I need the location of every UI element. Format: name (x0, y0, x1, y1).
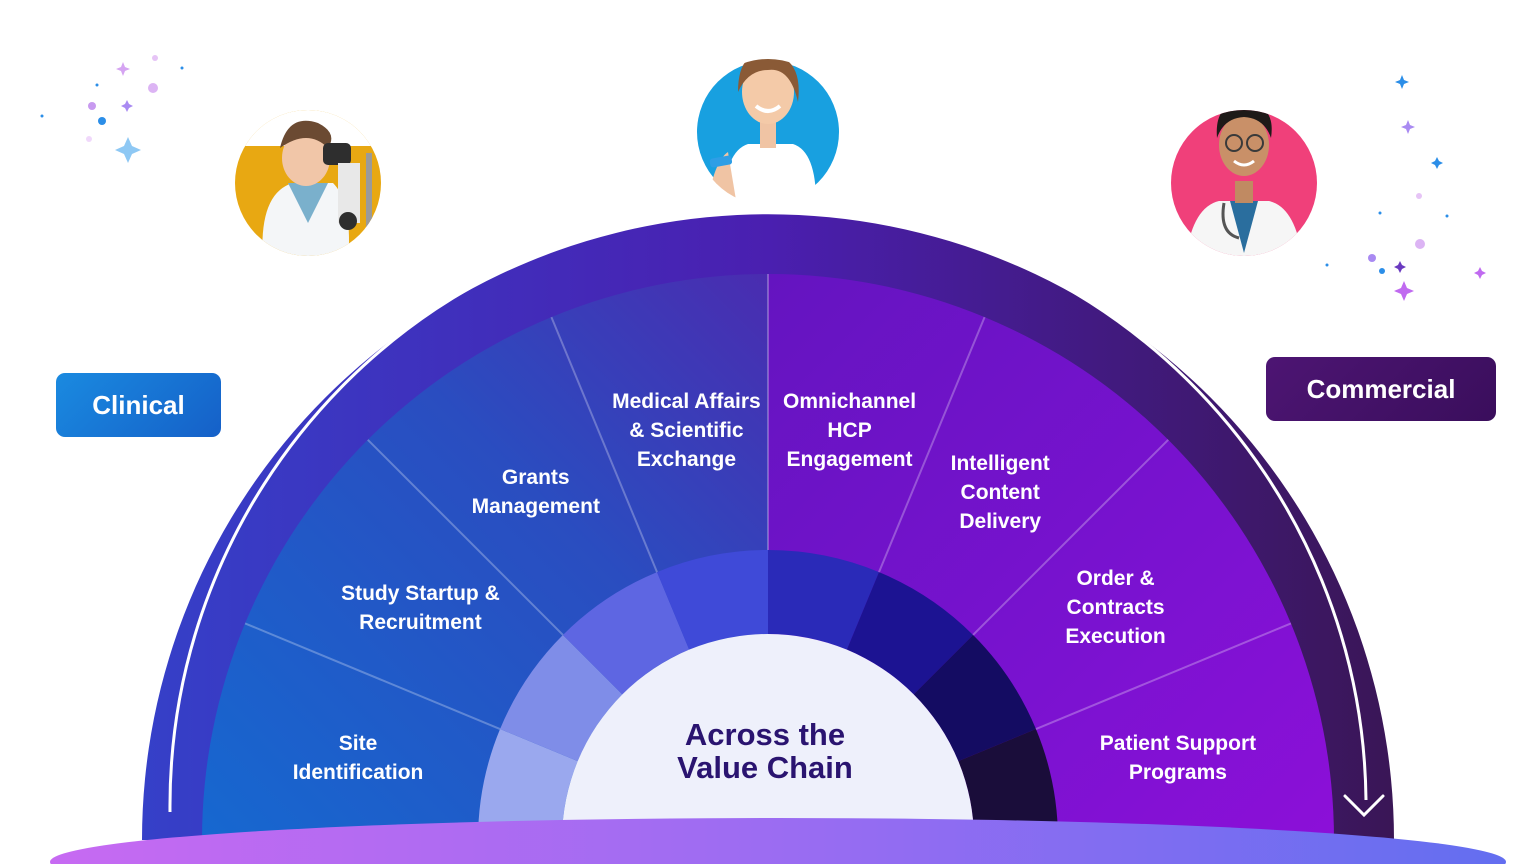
inner-ring-wedge (958, 729, 1058, 840)
avatar-patient (697, 59, 839, 205)
sparkle-icon (1325, 75, 1486, 301)
inner-ring-wedge (657, 550, 768, 650)
segment-label-line: & Scientific (629, 418, 744, 442)
segment-label-line: Site (338, 732, 378, 756)
segment-label-line: Content (960, 480, 1040, 504)
clinical-label: Clinical (56, 373, 221, 437)
segment-label: Study Startup & Recruitment (310, 579, 530, 637)
inner-ring-wedge (913, 634, 1036, 762)
segment-label-line: Patient Support (1099, 732, 1257, 756)
inner-ring-wedge (500, 634, 623, 762)
inner-ring-wedge (768, 550, 879, 650)
segment-label-line: Recruitment (359, 610, 482, 634)
segment-divider (972, 439, 1169, 636)
segment-label-line: Engagement (786, 447, 913, 471)
segment-label-line: Execution (1065, 625, 1166, 649)
commercial-label: Commercial (1266, 357, 1496, 421)
inner-rings (478, 550, 1058, 840)
inner-ring-wedge (846, 572, 974, 695)
segment-label-line: HCP (827, 418, 872, 442)
center-hub (562, 634, 974, 840)
segment-label-line: Programs (1128, 761, 1227, 785)
segment-divider (244, 622, 501, 730)
segment-label-line: Management (471, 495, 600, 519)
segment-label-line: Intelligent (950, 451, 1050, 475)
segment-label-line: Delivery (959, 509, 1042, 533)
segment-label-line: Omnichannel (783, 389, 917, 413)
segment-label-line: Contracts (1066, 596, 1165, 620)
segment-label-line: Order & (1076, 567, 1155, 591)
segment-label-line: Identification (292, 761, 424, 785)
avatar-doctor (1171, 110, 1317, 256)
segment-divider (1035, 622, 1292, 730)
segment-label-line: Exchange (636, 447, 737, 471)
base-platform (50, 818, 1506, 864)
segment-divider (367, 439, 564, 636)
segment-divider (878, 316, 986, 573)
inner-ring-wedge (562, 572, 690, 695)
segment-label-line: Study Startup & (341, 581, 500, 605)
segment-dividers (244, 274, 1292, 730)
avatar-scientist (235, 110, 381, 256)
progress-track-line (168, 206, 1368, 813)
center-title-line1: Across the (684, 717, 846, 752)
sparkle-icon (40, 55, 184, 163)
segment-label-line: Medical Affairs (612, 389, 761, 413)
segment-label-line: Grants (501, 466, 570, 490)
inner-ring-wedge (478, 729, 578, 840)
segment-divider (550, 316, 658, 573)
arrow-down-icon (1343, 794, 1385, 818)
center-title-line2: Value Chain (677, 750, 853, 785)
center-title: Across the Value Chain (620, 718, 910, 784)
